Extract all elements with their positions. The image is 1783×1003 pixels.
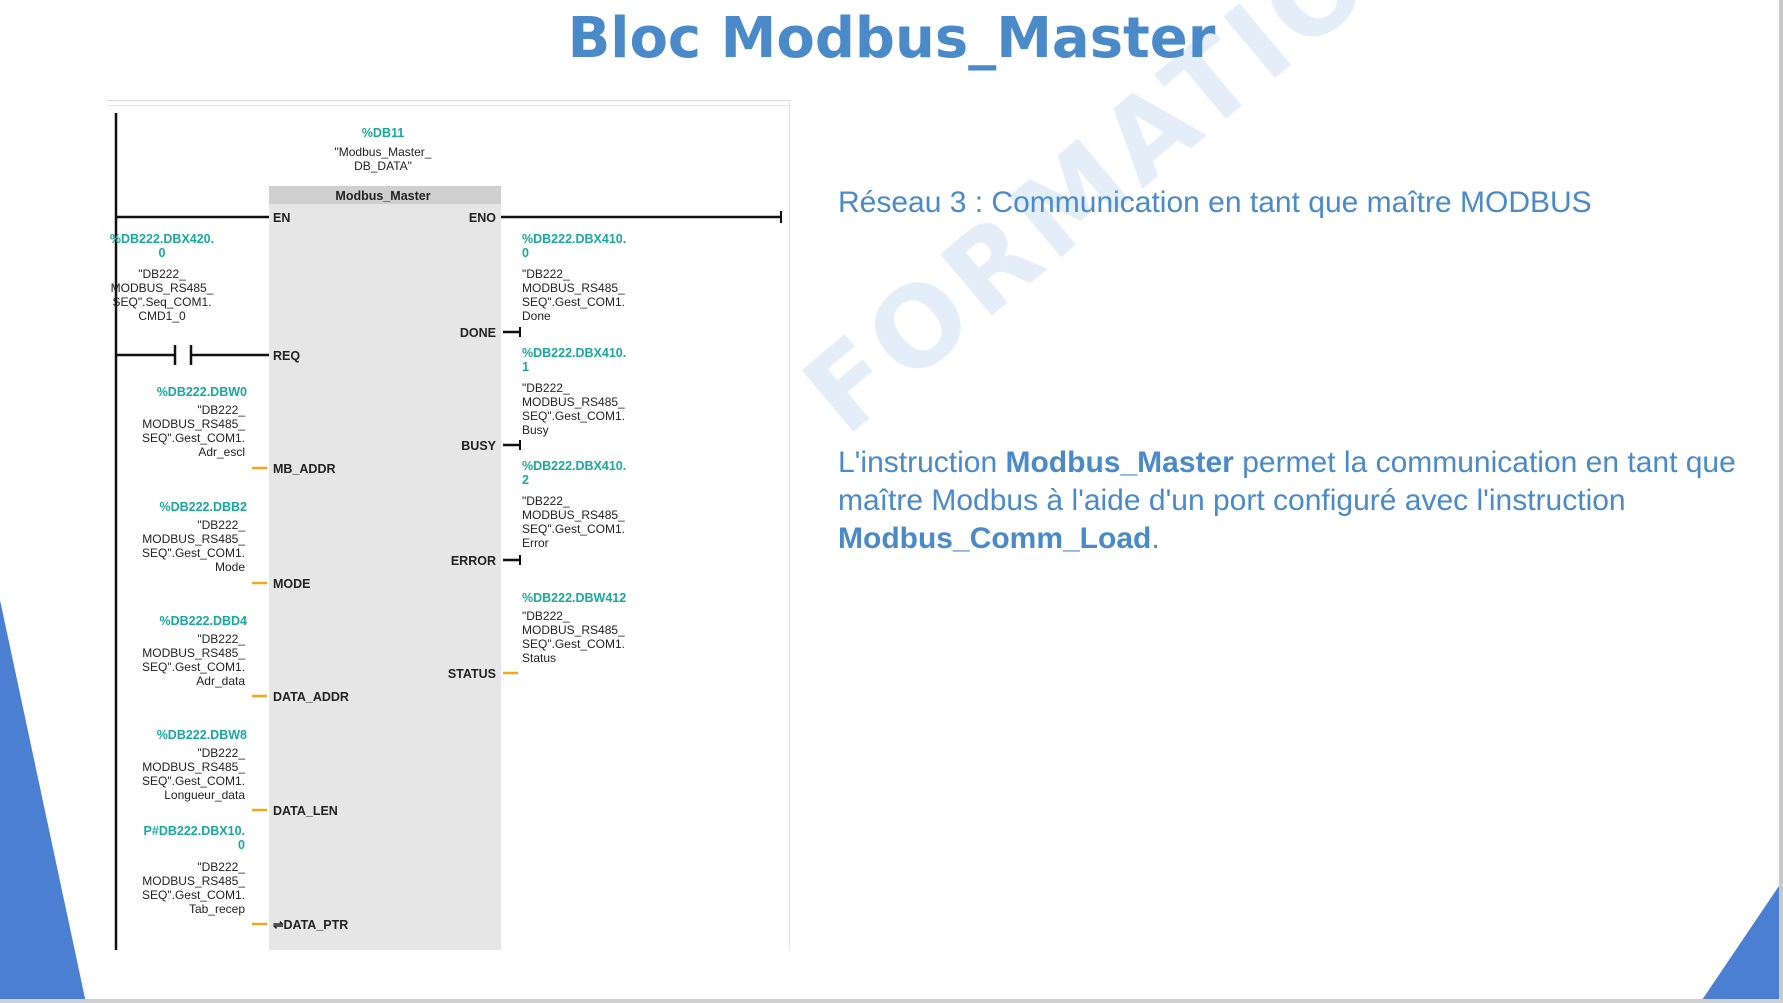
error-address: %DB222.DBX410. [522,459,626,473]
diagram-right-border [789,100,790,950]
pin-data-addr: DATA_ADDR [273,690,349,704]
data-ptr-tag-line3: SEQ".Gest_COM1. [142,888,245,902]
description-text-1: L'instruction [838,446,1006,479]
pin-done: DONE [460,326,496,340]
pin-req: REQ [273,349,300,363]
description-bold-modbus-comm-load: Modbus_Comm_Load [838,522,1152,555]
data-ptr-tag-line2: MODBUS_RS485_ [142,874,245,888]
mode-tag-line2: MODBUS_RS485_ [142,532,245,546]
done-address: %DB222.DBX410. [522,232,626,246]
instance-db: %DB11 [362,126,404,140]
mb-addr-tag-line2: MODBUS_RS485_ [142,417,245,431]
req-tag-line4: CMD1_0 [138,309,186,323]
mode-tag-line1: "DB222_ [197,518,245,532]
description-text-2: permet la communication en tant que maît… [838,446,1736,517]
busy-address: %DB222.DBX410. [522,346,626,360]
pin-mode: MODE [273,577,311,591]
req-address: %DB222.DBX420. [110,232,214,246]
error-tag-line3: SEQ".Gest_COM1. [522,522,625,536]
data-len-address: %DB222.DBW8 [157,728,247,742]
ladder-diagram: %DB11 "Modbus_Master_ DB_DATA" Modbus_Ma… [107,100,791,950]
status-tag-line1: "DB222_ [522,609,570,623]
mb-addr-tag-line4: Adr_escl [198,445,245,459]
pin-data-len: DATA_LEN [273,804,338,818]
req-address-2: 0 [159,246,166,260]
done-tag-line2: MODBUS_RS485_ [522,281,625,295]
instance-name-line2: DB_DATA" [354,159,412,173]
data-ptr-tag-line4: Tab_recep [189,902,245,916]
description-bold-modbus-master: Modbus_Master [1005,446,1234,479]
done-tag-line4: Done [522,309,551,323]
busy-tag-line2: MODBUS_RS485_ [522,395,625,409]
mode-address: %DB222.DBB2 [159,500,247,514]
mode-tag-line3: SEQ".Gest_COM1. [142,546,245,560]
block-name: Modbus_Master [335,189,430,203]
right-decor-triangle [1700,880,1783,1003]
req-tag-line3: SEQ".Seq_COM1. [113,295,212,309]
busy-tag-line1: "DB222_ [522,381,570,395]
function-block-header [269,186,501,204]
data-addr-tag-line1: "DB222_ [197,632,245,646]
error-tag-line1: "DB222_ [522,494,570,508]
req-tag-line1: "DB222_ [138,267,186,281]
pin-status: STATUS [448,667,496,681]
error-address-2: 2 [522,473,529,487]
data-len-tag-line3: SEQ".Gest_COM1. [142,774,245,788]
done-address-2: 0 [522,246,529,260]
mode-tag-line4: Mode [215,560,245,574]
data-ptr-address-2: 0 [238,838,245,852]
pin-data-ptr: ⇌DATA_PTR [273,918,348,932]
busy-tag-line4: Busy [522,423,549,437]
status-tag-line4: Status [522,651,556,665]
left-decor-triangle [0,600,86,1003]
done-tag-line3: SEQ".Gest_COM1. [522,295,625,309]
description-paragraph: L'instruction Modbus_Master permet la co… [838,444,1738,558]
status-tag-line2: MODBUS_RS485_ [522,623,625,637]
data-addr-address: %DB222.DBD4 [159,614,247,628]
slide-title: Bloc Modbus_Master [567,6,1216,71]
data-addr-tag-line4: Adr_data [196,674,245,688]
error-tag-line2: MODBUS_RS485_ [522,508,625,522]
right-edge-shadow [1779,0,1783,1003]
done-tag-line1: "DB222_ [522,267,570,281]
data-addr-tag-line2: MODBUS_RS485_ [142,646,245,660]
mb-addr-address: %DB222.DBW0 [157,385,247,399]
error-tag-line4: Error [522,536,549,550]
data-len-tag-line4: Longueur_data [164,788,245,802]
data-ptr-tag-line1: "DB222_ [197,860,245,874]
pin-busy: BUSY [461,439,496,453]
busy-tag-line3: SEQ".Gest_COM1. [522,409,625,423]
pin-mb-addr: MB_ADDR [273,462,336,476]
data-ptr-address: P#DB222.DBX10. [144,824,245,838]
function-block[interactable] [269,186,501,950]
network-title: Réseau 3 : Communication en tant que maî… [838,186,1592,219]
data-len-tag-line1: "DB222_ [197,746,245,760]
pin-eno: ENO [469,211,496,225]
diagram-top-border [107,100,791,106]
status-tag-line3: SEQ".Gest_COM1. [522,637,625,651]
data-len-tag-line2: MODBUS_RS485_ [142,760,245,774]
mb-addr-tag-line1: "DB222_ [197,403,245,417]
pin-en: EN [273,211,290,225]
instance-name-line1: "Modbus_Master_ [335,145,432,159]
ladder-network: %DB11 "Modbus_Master_ DB_DATA" Modbus_Ma… [110,113,782,950]
bottom-edge-shadow [0,999,1783,1003]
pin-error: ERROR [451,554,496,568]
data-addr-tag-line3: SEQ".Gest_COM1. [142,660,245,674]
status-address: %DB222.DBW412 [522,591,626,605]
description-text-3: . [1151,522,1160,555]
mb-addr-tag-line3: SEQ".Gest_COM1. [142,431,245,445]
req-tag-line2: MODBUS_RS485_ [111,281,214,295]
busy-address-2: 1 [522,360,529,374]
